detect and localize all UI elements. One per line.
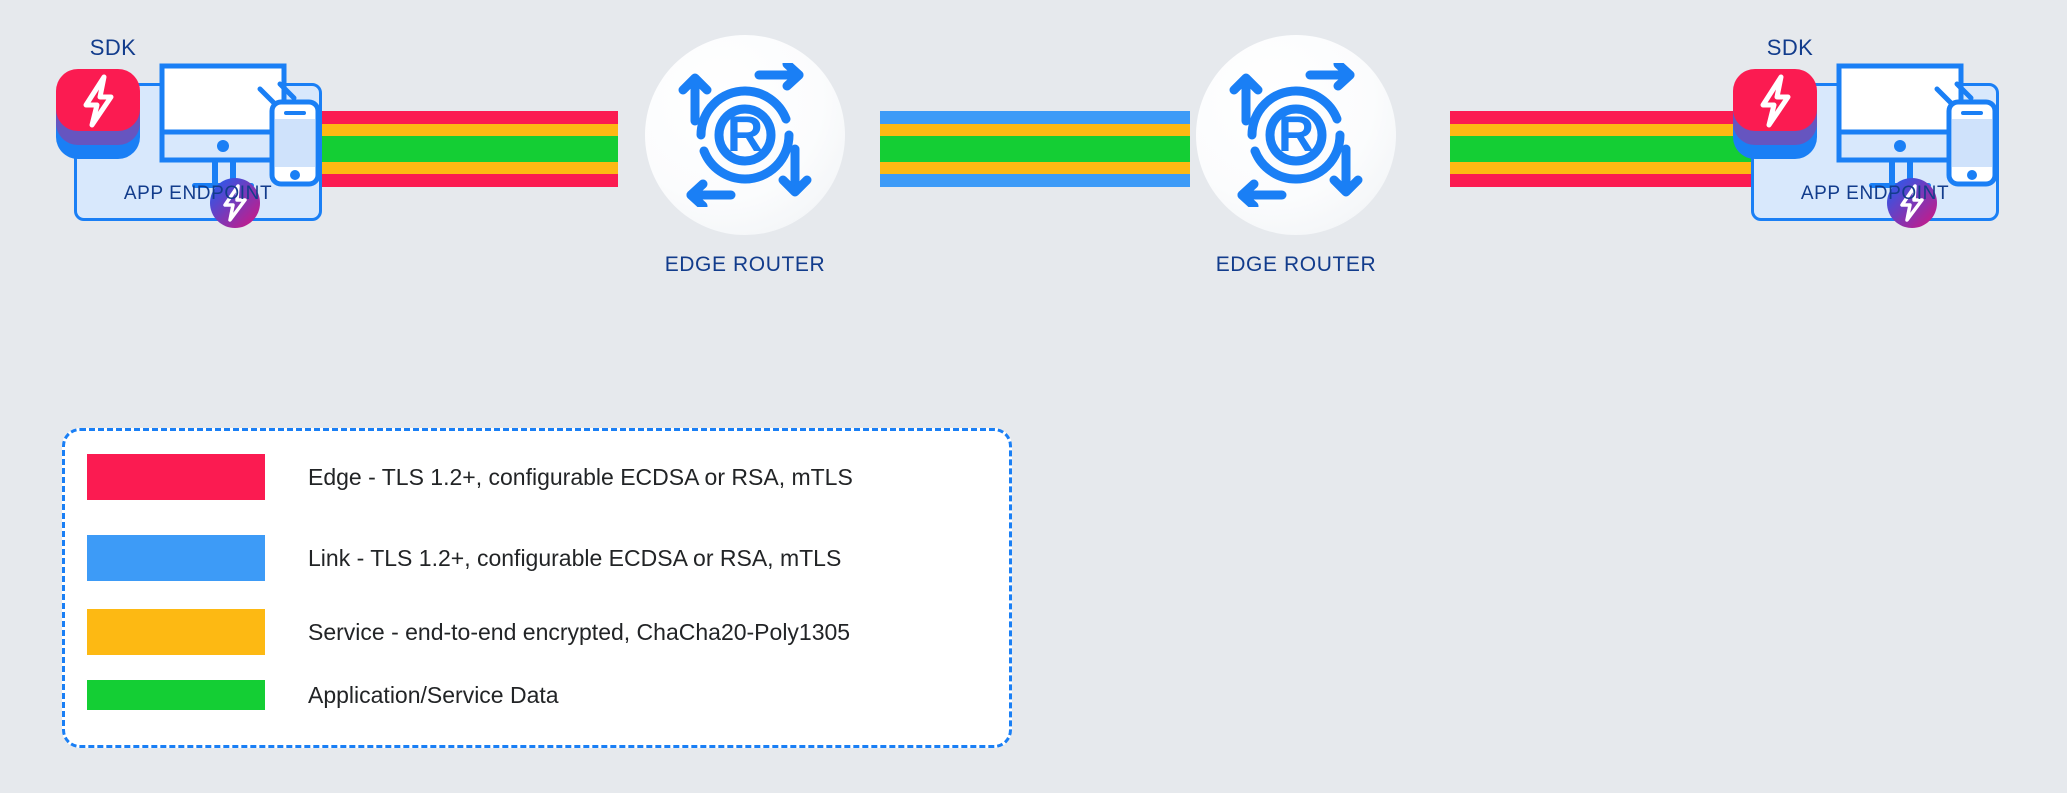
legend-item-link: Link - TLS 1.2+, configurable ECDSA or R… [87, 534, 841, 582]
endpoint-label: APP ENDPOINT [123, 183, 273, 204]
sdk-label: SDK [1766, 35, 1814, 60]
legend-label-service: Service - end-to-end encrypted, ChaCha20… [308, 618, 851, 645]
edge-router-icon: R [1224, 59, 1368, 211]
ziti-sdk-stack-icon [48, 63, 156, 171]
edge-router-label: EDGE ROUTER [664, 253, 826, 276]
legend-panel: Edge - TLS 1.2+, configurable ECDSA or R… [62, 428, 1012, 748]
ziti-node-badge-icon [1886, 177, 1938, 229]
connection-bands-router-right-to-endpoint-right [1450, 111, 1812, 187]
band-service-bottom [258, 162, 618, 174]
ziti-sdk-stack-icon [1725, 63, 1833, 171]
endpoint-label: APP ENDPOINT [1800, 183, 1950, 204]
legend-swatch-application [87, 680, 265, 710]
app-endpoint-right[interactable]: SDK APP ENDPOINT [1733, 35, 2015, 228]
band-application-data [880, 136, 1190, 162]
edge-router-icon: R [673, 59, 817, 211]
legend-label-application: Application/Service Data [308, 681, 559, 708]
band-service-top [258, 124, 618, 136]
connection-bands-router-left-to-router-right [880, 111, 1190, 187]
legend-item-service: Service - end-to-end encrypted, ChaCha20… [87, 608, 850, 656]
edge-router-left[interactable]: R EDGE ROUTER [645, 35, 885, 335]
router-disc [1196, 35, 1396, 235]
edge-router-right[interactable]: R EDGE ROUTER [1196, 35, 1436, 335]
band-edge-top [1450, 111, 1812, 124]
router-disc [645, 35, 845, 235]
band-edge-top [258, 111, 618, 124]
edge-router-label: EDGE ROUTER [1215, 253, 1377, 276]
ziti-node-badge-icon [209, 177, 261, 229]
band-edge-bottom [1450, 174, 1812, 187]
band-service-bottom [1450, 162, 1812, 174]
band-link-top [880, 111, 1190, 124]
app-endpoint-left[interactable]: SDK APP ENDPOIN [56, 35, 338, 228]
legend-swatch-link [87, 535, 265, 581]
svg-text:R: R [727, 106, 763, 162]
desktop-and-mobile-icon [154, 62, 324, 192]
sdk-label: SDK [89, 35, 137, 60]
legend-label-link: Link - TLS 1.2+, configurable ECDSA or R… [308, 544, 842, 571]
legend-swatch-service [87, 609, 265, 655]
band-edge-bottom [258, 174, 618, 187]
legend-label-edge: Edge - TLS 1.2+, configurable ECDSA or R… [308, 463, 853, 490]
desktop-and-mobile-icon [1831, 62, 2001, 192]
band-link-bottom [880, 174, 1190, 187]
svg-text:R: R [1278, 106, 1314, 162]
legend-swatch-edge [87, 454, 265, 500]
band-service-bottom [880, 162, 1190, 174]
band-service-top [880, 124, 1190, 136]
legend-item-edge: Edge - TLS 1.2+, configurable ECDSA or R… [87, 453, 853, 501]
legend-item-application: Application/Service Data [87, 671, 559, 719]
band-service-top [1450, 124, 1812, 136]
